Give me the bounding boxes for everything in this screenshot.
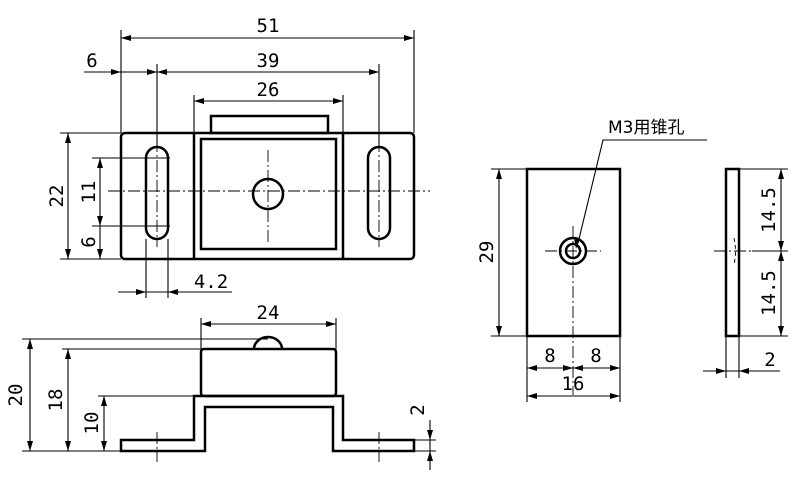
arrowhead — [739, 368, 749, 374]
arrowhead — [574, 238, 580, 249]
arrowhead — [121, 35, 131, 41]
dim-slot-end-offset: 6 — [78, 236, 100, 247]
arrowhead — [563, 365, 573, 371]
arrowhead — [97, 158, 103, 168]
arrowhead — [168, 289, 178, 295]
dim-side-thickness: 2 — [764, 349, 775, 371]
dim-side-lower-half: 14.5 — [758, 270, 780, 316]
arrowhead — [147, 69, 157, 75]
dim-body-height: 18 — [45, 389, 67, 412]
arrowhead — [427, 451, 433, 461]
arrowhead — [610, 365, 620, 371]
arrowhead — [610, 393, 620, 399]
dim-side-upper-half: 14.5 — [758, 187, 780, 233]
arrowhead — [65, 249, 71, 259]
hidden-hole-line — [733, 237, 736, 266]
arrowhead — [404, 35, 414, 41]
arrowhead — [101, 441, 107, 451]
front-view-profile — [119, 394, 416, 453]
dim-slot-length: 11 — [78, 181, 100, 204]
arrowhead — [527, 393, 537, 399]
arrowhead — [194, 98, 204, 104]
arrowhead — [97, 249, 103, 259]
boss-inner-outline — [199, 137, 338, 251]
plate-outline — [525, 167, 622, 338]
arrowhead — [97, 216, 103, 226]
dim-plate-half-left: 8 — [544, 345, 555, 367]
arrowhead — [333, 98, 343, 104]
arrowhead — [65, 441, 71, 451]
dim-boss-width: 26 — [257, 79, 280, 101]
arrowhead — [27, 441, 33, 451]
dim-slot-pitch: 39 — [257, 50, 280, 72]
hole-note: M3用锥孔 — [608, 118, 684, 138]
side-plate-outline — [724, 167, 741, 338]
dim-top-width: 24 — [257, 302, 280, 324]
dim-overall-width: 51 — [257, 15, 280, 37]
arrowhead — [778, 251, 784, 261]
arrowhead — [778, 326, 784, 336]
arrowhead — [65, 349, 71, 359]
arrowhead — [136, 289, 146, 295]
arrowhead — [427, 430, 433, 440]
arrowhead — [527, 365, 537, 371]
arrowhead — [157, 69, 167, 75]
dim-total-height: 20 — [5, 384, 27, 407]
front-view-body — [199, 347, 338, 398]
arrowhead — [716, 368, 726, 374]
boss-top-cap — [209, 114, 330, 135]
arrowhead — [778, 241, 784, 251]
hole-leader-line — [577, 139, 707, 244]
arrowhead — [778, 169, 784, 179]
side-view: 14.5 14.5 2 — [703, 167, 788, 378]
arrowhead — [496, 169, 502, 179]
arrowhead — [573, 365, 583, 371]
arrowhead — [369, 69, 379, 75]
plate-view: M3用锥孔 29 8 8 16 — [476, 118, 707, 402]
dim-plate-height: 29 — [476, 241, 498, 264]
arrowhead — [65, 133, 71, 143]
dim-slot-width: 4.2 — [194, 271, 228, 293]
dim-flange-thickness: 2 — [407, 404, 429, 415]
arrowhead — [326, 321, 336, 327]
front-view: 24 20 18 10 2 — [5, 302, 436, 470]
dim-height: 22 — [46, 185, 68, 208]
arrowhead — [201, 321, 211, 327]
arrowhead — [496, 326, 502, 336]
dim-plate-half-right: 8 — [590, 345, 601, 367]
arrowhead — [111, 69, 121, 75]
dim-inner-height: 10 — [81, 412, 103, 435]
dim-plate-width: 16 — [562, 373, 585, 395]
arrowhead — [27, 339, 33, 349]
front-view-bump — [252, 335, 284, 350]
top-view: 51 6 39 26 22 11 6 4.2 — [46, 15, 430, 298]
dim-edge-offset: 6 — [86, 50, 97, 72]
arrowhead — [101, 396, 107, 406]
